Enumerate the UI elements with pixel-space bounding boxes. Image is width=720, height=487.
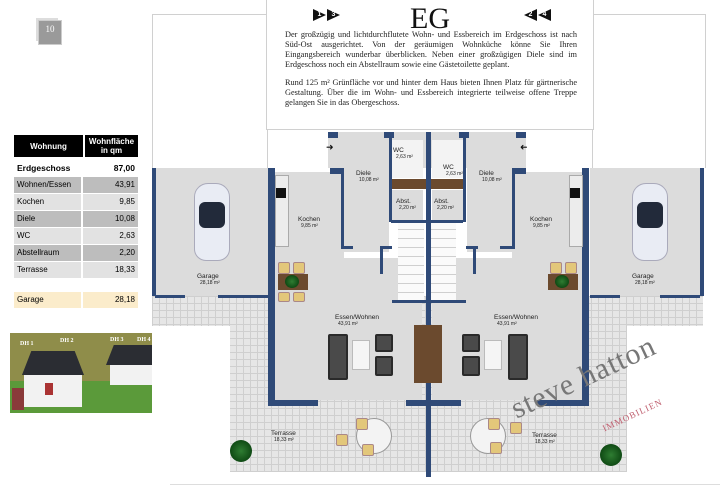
room-label-abst-left: Abst.2,20 m² <box>396 198 416 211</box>
sofa-left <box>328 334 348 380</box>
row-label: Kochen <box>14 194 81 210</box>
row-value: 10,08 <box>82 211 138 227</box>
page-number-badge: 10 <box>38 20 62 45</box>
description-paragraph-2: Rund 125 m² Grünfläche vor und hinter de… <box>285 78 577 107</box>
row-label: Diele <box>14 211 81 227</box>
row-value: 28,18 <box>82 292 138 308</box>
header-wohnflaeche: Wohnfläche in qm <box>85 135 138 157</box>
description-text: Der großzügig und lichtdurchflutete Wohn… <box>285 30 577 116</box>
abst-right <box>432 190 464 220</box>
house-rendering-image: DH 1 DH 2 DH 3 DH 4 <box>10 333 158 413</box>
row-label: Erdgeschoss <box>17 163 71 173</box>
area-table: Wohnung Wohnfläche in qm Erdgeschoss 87,… <box>14 135 138 308</box>
kitchen-counter-right <box>569 175 583 247</box>
wc-right <box>432 140 464 178</box>
table-row-total: Erdgeschoss 87,00 <box>14 160 138 176</box>
row-value: 43,91 <box>82 177 138 193</box>
armchair-right-2 <box>462 356 480 376</box>
coffee-table-left <box>352 340 370 370</box>
row-label: WC <box>14 228 81 244</box>
car-right-icon <box>632 183 668 261</box>
sideboard-center <box>414 325 442 383</box>
coffee-table-right <box>484 340 502 370</box>
row-value: 2,63 <box>82 228 138 244</box>
wc-left <box>391 140 423 178</box>
nav-left-group: 1 3 <box>313 9 340 21</box>
description-panel: 1 3 EG 2 4 Der großzügig und lichtdurchf… <box>266 0 594 130</box>
floor-title: EG <box>410 2 450 35</box>
entrance-arrow-left-icon: ➜ <box>326 142 334 152</box>
header-wohnung: Wohnung <box>14 135 83 157</box>
sofa-right <box>508 334 528 380</box>
armchair-right-1 <box>462 334 480 352</box>
rendering-label-dh2: DH 2 <box>60 338 74 344</box>
stairs-left <box>398 222 424 302</box>
armchair-left-1 <box>375 334 393 352</box>
row-value: 18,33 <box>82 262 138 278</box>
row-value: 9,85 <box>82 194 138 210</box>
diele-left <box>343 140 389 252</box>
description-paragraph-1: Der großzügig und lichtdurchflutete Wohn… <box>285 30 577 69</box>
plant-right-icon <box>600 444 622 466</box>
row-label: Garage <box>14 292 81 308</box>
car-left-icon <box>194 183 230 261</box>
nav-right-group: 2 4 <box>524 9 551 21</box>
row-value: 87,00 <box>113 163 135 173</box>
room-label-abst-right: Abst.2,20 m² <box>434 198 454 211</box>
row-label: Abstellraum <box>14 245 81 261</box>
table-header: Wohnung Wohnfläche in qm <box>14 135 138 157</box>
rendering-label-dh1: DH 1 <box>20 341 34 347</box>
row-value: 2,20 <box>82 245 138 261</box>
rendering-label-dh4: DH 4 <box>137 337 151 343</box>
stairs-right <box>430 222 456 302</box>
row-label: Terrasse <box>14 262 81 278</box>
rendering-label-dh3: DH 3 <box>110 337 124 343</box>
entrance-arrow-right-icon: ➜ <box>520 142 528 152</box>
front-garden-left <box>152 14 268 168</box>
armchair-left-2 <box>375 356 393 376</box>
diele-right <box>467 140 513 252</box>
plant-left-icon <box>230 440 252 462</box>
kitchen-counter-left <box>275 175 289 247</box>
abst-left <box>391 190 423 220</box>
row-label: Wohnen/Essen <box>14 177 81 193</box>
